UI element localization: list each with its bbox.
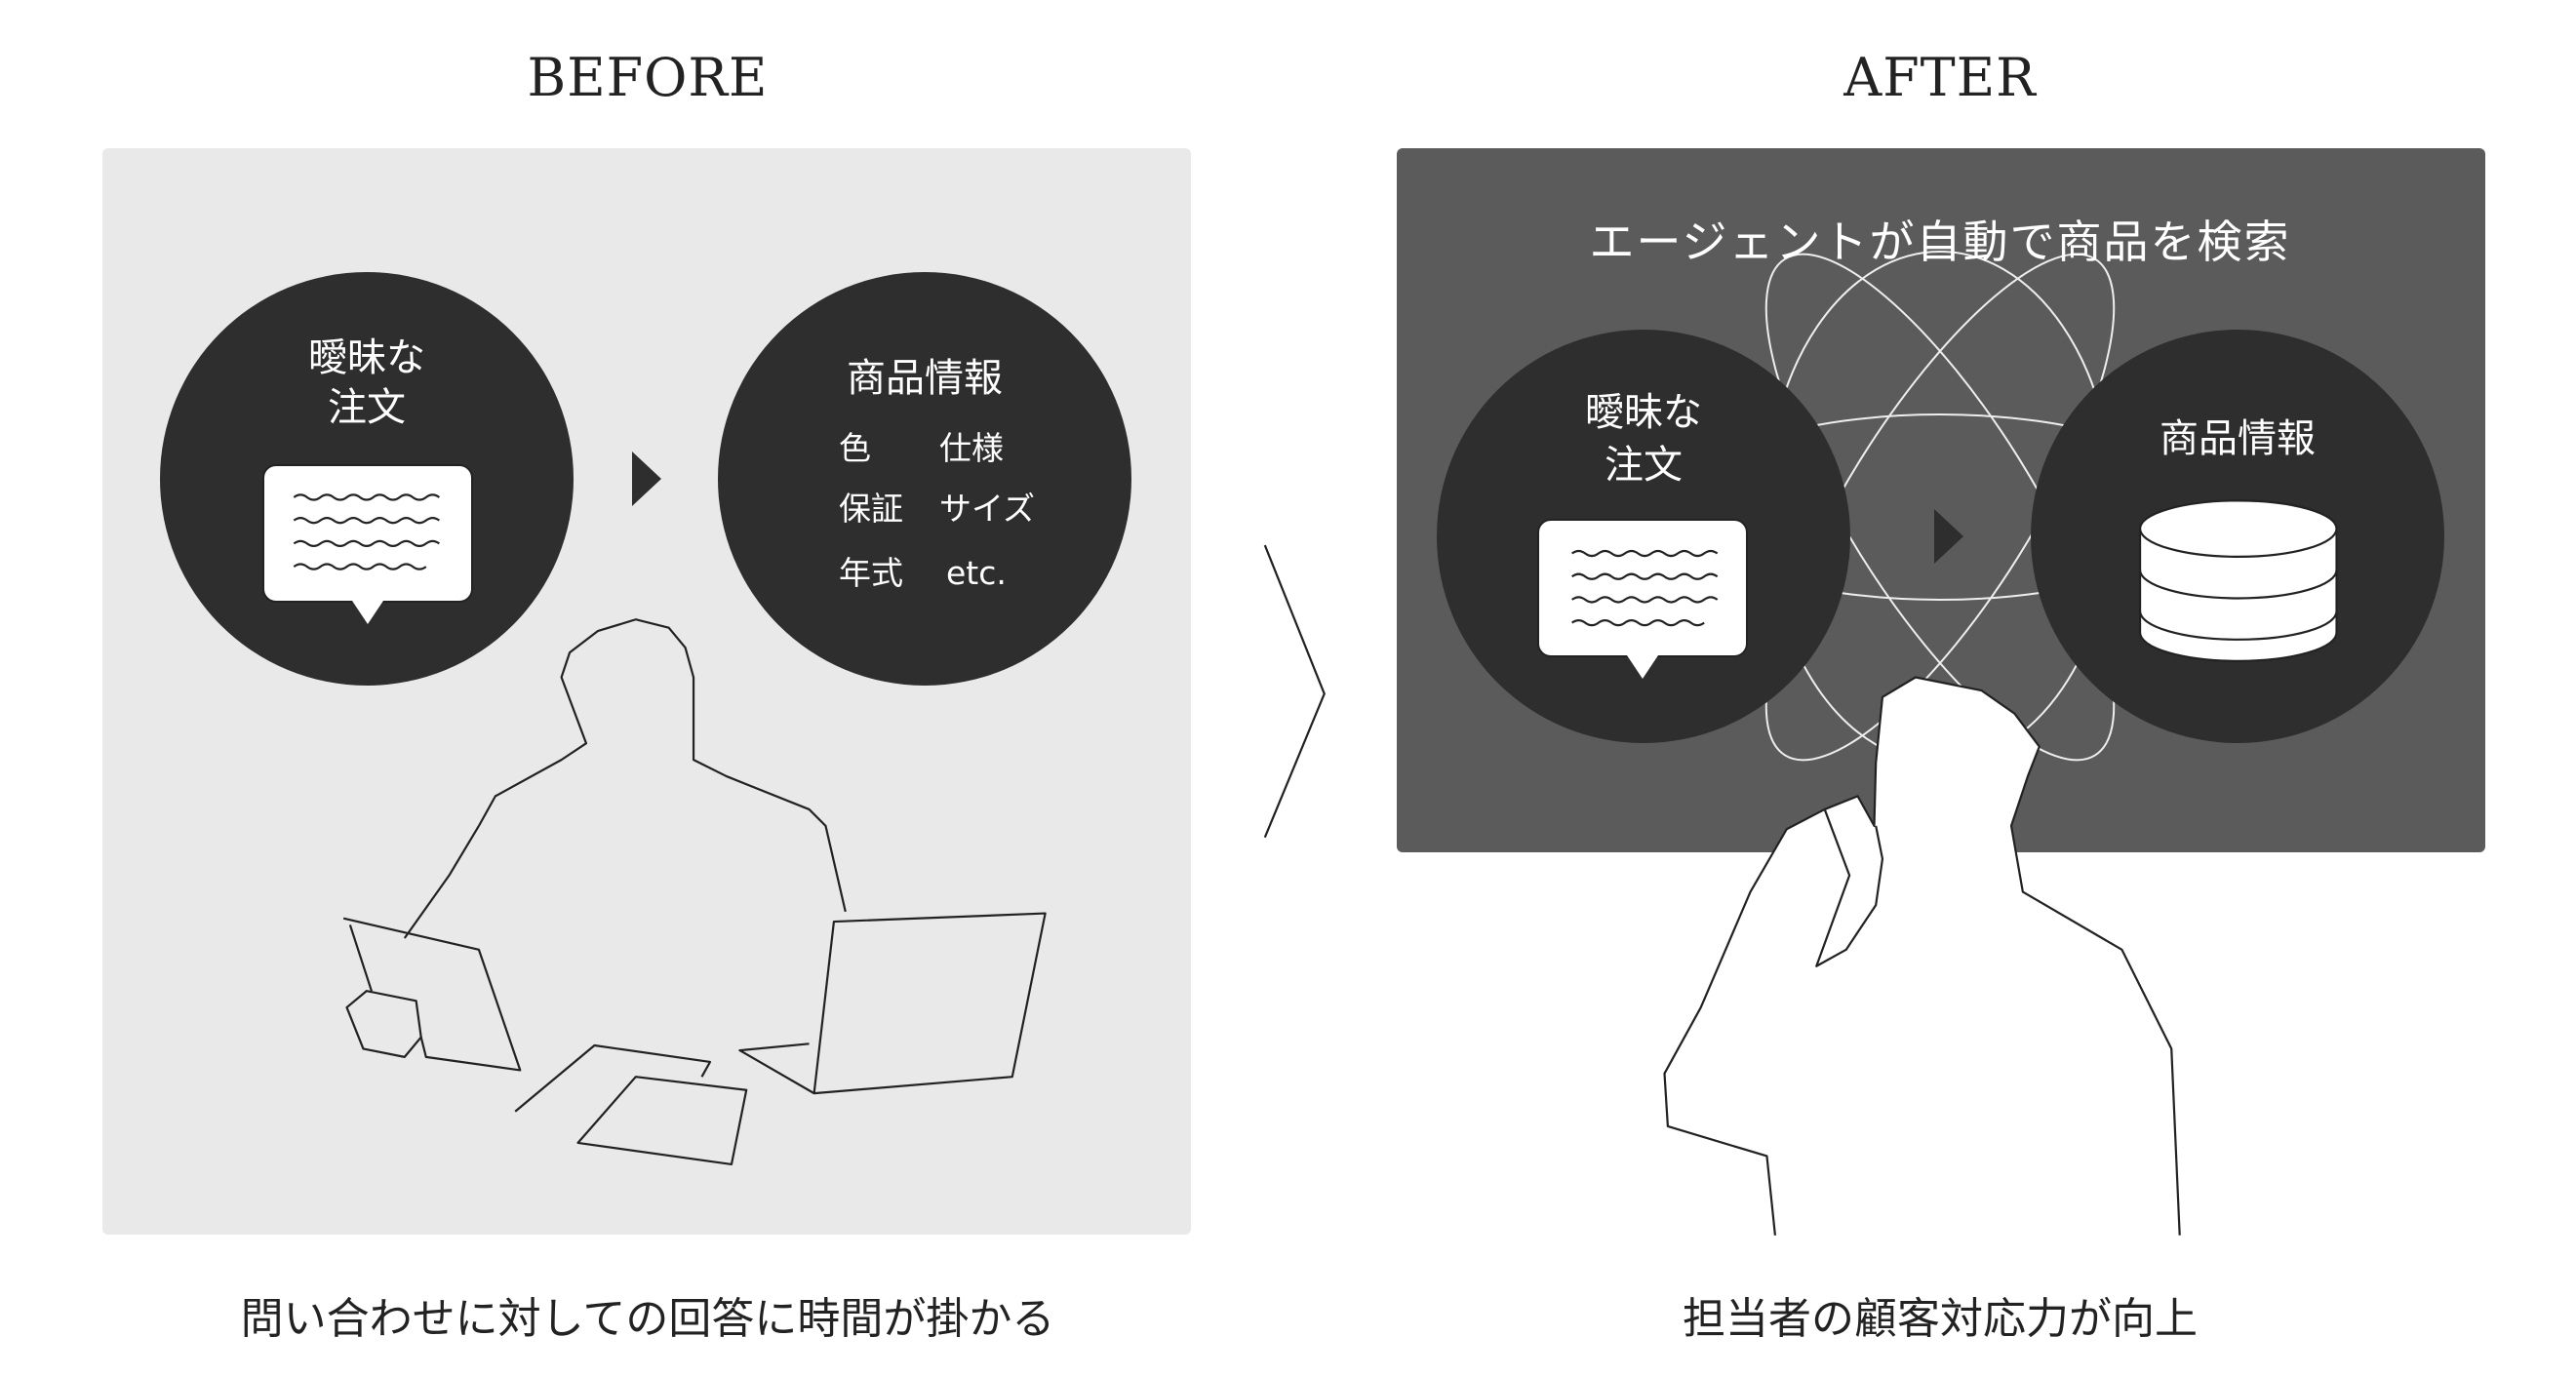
after-caption: 担当者の顧客対応力が向上 xyxy=(1683,1294,2198,1344)
product-attr: 年式 xyxy=(839,554,903,592)
product-info-title: 商品情報 xyxy=(847,356,1003,401)
agent-heading: エージェントが自動で商品を検索 xyxy=(1589,216,2291,268)
product-attr: サイズ xyxy=(939,490,1036,528)
before-title: BEFORE xyxy=(527,47,769,108)
chevron-right-icon xyxy=(1263,544,1326,839)
laptop-icon xyxy=(812,912,1047,1095)
before-caption: 問い合わせに対しての回答に時間が掛かる xyxy=(240,1294,1055,1344)
speech-bubble-icon xyxy=(1537,519,1748,657)
ambiguous-order-line2: 注文 xyxy=(1605,443,1683,488)
arrow-right-icon xyxy=(632,452,661,506)
product-attr: etc. xyxy=(946,554,1007,592)
speech-bubble-icon xyxy=(262,464,473,603)
product-info-circle xyxy=(718,272,1131,686)
ambiguous-order-line1: 曖昧な xyxy=(1585,390,1702,435)
speech-bubble-tail xyxy=(1627,655,1658,679)
product-attr: 保証 xyxy=(839,490,903,528)
ambiguous-order-line2: 注文 xyxy=(328,385,406,430)
document-icon xyxy=(576,1076,748,1166)
person-outline xyxy=(1663,676,2181,1236)
after-title: AFTER xyxy=(1843,47,2037,108)
text-lines-icon xyxy=(1571,549,1719,627)
product-attr: 仕様 xyxy=(939,429,1004,467)
text-lines-icon xyxy=(293,493,440,570)
speech-bubble-tail xyxy=(352,601,383,624)
person-outline xyxy=(477,618,847,913)
database-icon xyxy=(2138,499,2338,662)
ambiguous-order-line1: 曖昧な xyxy=(308,335,425,380)
product-attr: 色 xyxy=(839,429,871,467)
arrow-right-icon xyxy=(1934,509,1963,564)
product-info-title: 商品情報 xyxy=(2160,416,2316,461)
